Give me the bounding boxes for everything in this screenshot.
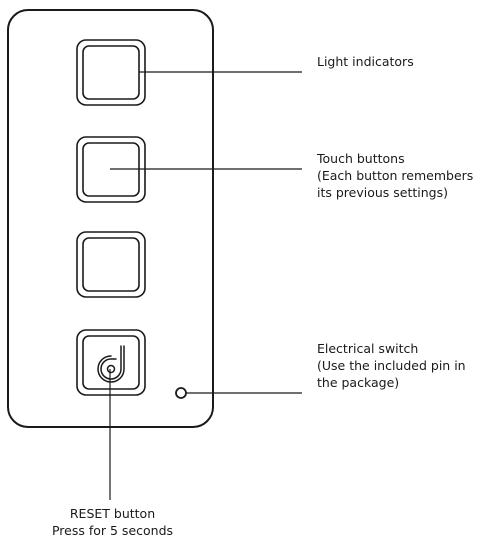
reset-button[interactable] [76,329,146,396]
brand-logo-icon [97,345,125,383]
touch-button-3[interactable] [76,231,146,298]
label-touch-buttons-line3: its previous settings) [317,185,448,200]
electrical-switch-pinhole[interactable] [175,387,187,399]
label-touch-buttons: Touch buttons (Each button remembers its… [317,150,473,201]
label-reset-button-line1: RESET button [69,506,156,521]
label-touch-buttons-line2: (Each button remembers [317,168,474,183]
label-light-indicators: Light indicators [317,53,414,70]
label-reset-button-line2: Press for 5 seconds [51,523,174,538]
label-reset-button: RESET button Press for 5 seconds [30,505,195,539]
label-electrical-switch-line1: Electrical switch [317,341,419,356]
label-electrical-switch-line3: the package) [317,375,400,390]
label-electrical-switch: Electrical switch (Use the included pin … [317,340,466,391]
touch-button-1[interactable] [76,39,146,106]
label-electrical-switch-line2: (Use the included pin in [317,358,466,373]
label-touch-buttons-line1: Touch buttons [317,151,405,166]
label-light-indicators-text: Light indicators [317,54,414,69]
